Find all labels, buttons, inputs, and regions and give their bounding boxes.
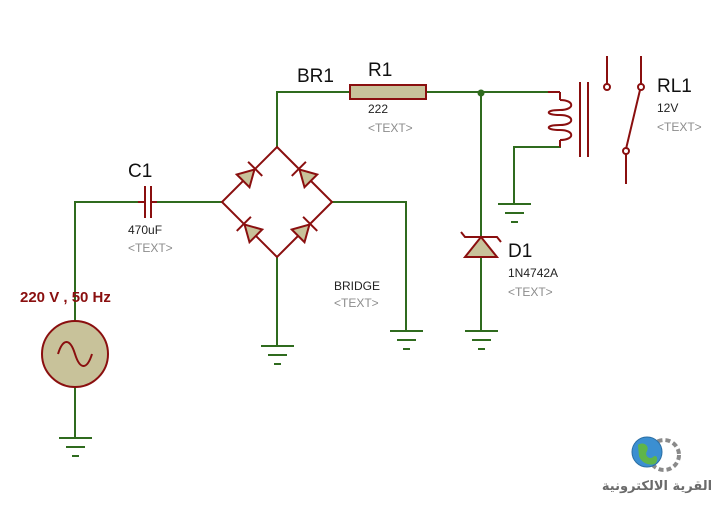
capacitor-c1 bbox=[138, 186, 157, 218]
bridge-diode bbox=[234, 161, 263, 190]
ac-source bbox=[41, 320, 109, 388]
wire-coil-to-ground bbox=[513, 146, 561, 204]
ground-symbol bbox=[59, 437, 92, 457]
junction-dot bbox=[477, 89, 485, 97]
ground-symbols bbox=[59, 203, 531, 457]
bridge-diode bbox=[236, 216, 265, 245]
relay-switch-arm bbox=[625, 89, 641, 150]
rl1-value: 12V bbox=[657, 101, 678, 115]
r1-value: 222 bbox=[368, 102, 388, 116]
br1-value: BRIDGE bbox=[334, 279, 380, 293]
resistor-r1 bbox=[349, 84, 427, 100]
ground-symbol bbox=[261, 345, 294, 365]
c1-ref: C1 bbox=[128, 161, 152, 182]
rl1-ref: RL1 bbox=[657, 76, 692, 97]
relay-coil bbox=[547, 99, 573, 141]
r1-ref: R1 bbox=[368, 60, 392, 81]
logo-text: القرية الالكترونية bbox=[602, 479, 712, 494]
d1-value: 1N4742A bbox=[508, 266, 558, 280]
d1-text: <TEXT> bbox=[508, 285, 553, 299]
bridge-diode bbox=[289, 216, 318, 245]
ground-symbol bbox=[390, 330, 423, 350]
r1-text: <TEXT> bbox=[368, 121, 413, 135]
wire-bridge-right-to-ground bbox=[331, 201, 407, 331]
zener-diode-d1 bbox=[460, 231, 502, 258]
source-label: 220 V , 50 Hz bbox=[20, 289, 111, 306]
wire-bridge-top-to-r1 bbox=[276, 91, 351, 148]
wires bbox=[74, 89, 561, 438]
c1-text: <TEXT> bbox=[128, 241, 173, 255]
c1-value: 470uF bbox=[128, 223, 162, 237]
sine-wave-icon bbox=[57, 341, 93, 367]
d1-ref: D1 bbox=[508, 241, 532, 262]
wire-source-to-c1 bbox=[74, 201, 139, 323]
br1-text: <TEXT> bbox=[334, 296, 379, 310]
br1-ref: BR1 bbox=[297, 66, 334, 87]
ground-symbol bbox=[465, 330, 498, 350]
bridge-rectifier bbox=[220, 145, 334, 259]
globe-gear-icon bbox=[631, 436, 681, 472]
rl1-text: <TEXT> bbox=[657, 120, 702, 134]
bridge-diode bbox=[291, 161, 320, 190]
relay-rl1 bbox=[547, 56, 645, 184]
ground-symbol bbox=[498, 203, 531, 223]
